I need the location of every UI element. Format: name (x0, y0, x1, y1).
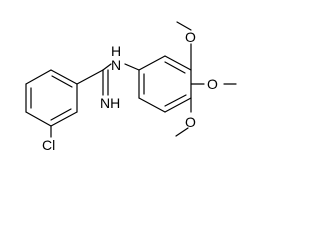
ring-bond (25, 111, 52, 127)
ring-bond (50, 69, 78, 85)
nh-n-label: N (111, 57, 121, 73)
aryl-amidine-bond (76, 69, 104, 85)
chlorophenyl-ring (25, 69, 78, 127)
trimethoxyphenyl-ring (138, 55, 192, 113)
oxygen-bottom-label: O (185, 114, 196, 130)
ring-double-bond (164, 94, 187, 107)
ring-bond (138, 97, 166, 113)
n-aryl-bond (124, 63, 140, 71)
o-methyl-bond-top (176, 21, 192, 31)
chlorine-label: Cl (42, 137, 55, 153)
c-nh-bond (102, 63, 112, 71)
oxygen-top-label: O (185, 29, 196, 45)
o-methyl-bond-bottom (175, 127, 189, 137)
ring-bond (164, 97, 192, 113)
ring-double-bond (164, 61, 186, 74)
oxygen-middle-label: O (207, 76, 218, 92)
ring-bond (25, 69, 52, 85)
ring-double-bond (50, 108, 72, 121)
ring-bond (50, 111, 78, 127)
nh-h-label: H (111, 43, 121, 59)
ring-bond (164, 55, 192, 71)
ring-bond (138, 55, 166, 71)
ring-double-bond (51, 75, 73, 88)
chemical-structure-diagram: N H NH Cl O O O (25, 21, 237, 153)
imine-nh-label: NH (100, 95, 120, 111)
